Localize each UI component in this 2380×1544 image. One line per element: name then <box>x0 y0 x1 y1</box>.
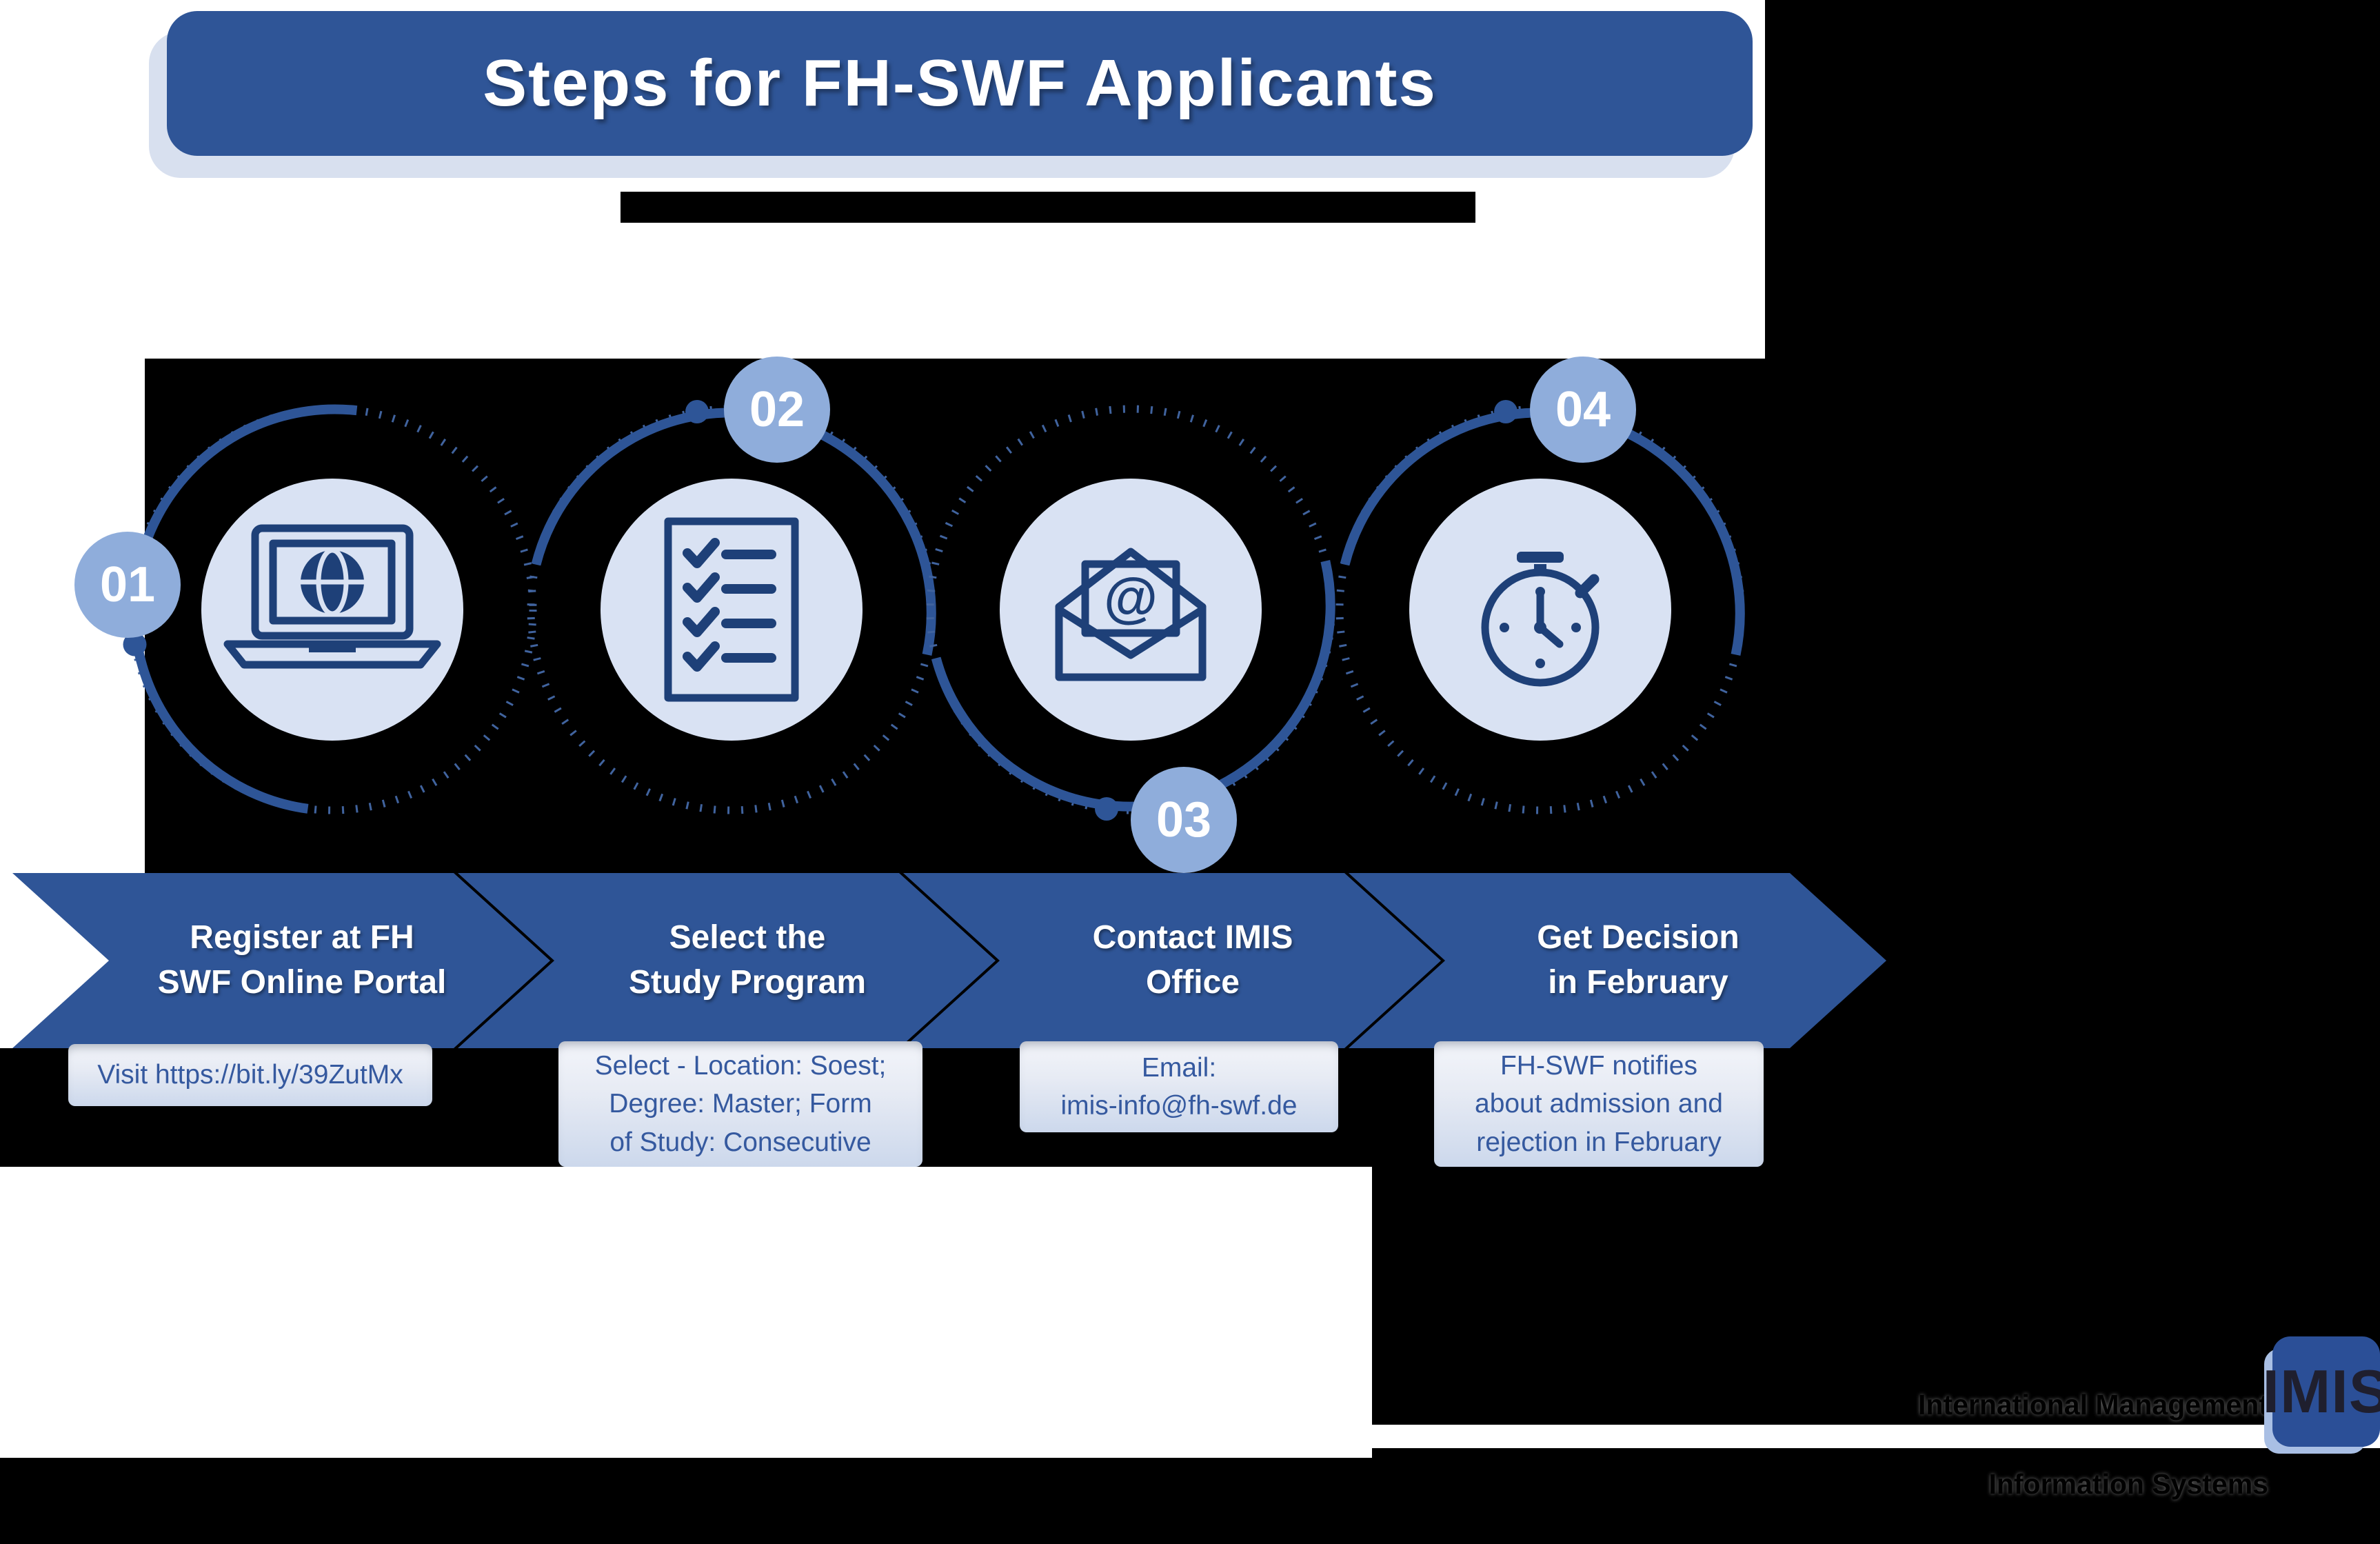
step-1-note-box: Visit https://bit.ly/39ZutMx <box>68 1044 432 1106</box>
step-1-connector-dot <box>123 632 147 656</box>
background-black-bottom-right <box>1372 1167 2380 1425</box>
step-1-dotted-ring <box>128 405 537 814</box>
step-4-connector-dot <box>1494 400 1517 423</box>
background-black-sliver <box>621 192 1475 223</box>
step-3-note-box: Email: imis-info@fh-swf.de <box>1020 1041 1338 1132</box>
step-3-ring: @ <box>926 405 1335 821</box>
imis-logo-line1: International Management <box>1917 1389 2268 1421</box>
step-4-note-text: FH-SWF notifies about admission and reje… <box>1475 1050 1723 1157</box>
step-3-arrow-title: Contact IMIS Office <box>1092 919 1293 1001</box>
step-4-number-badge: 04 <box>1530 357 1636 463</box>
step-4-note-box: FH-SWF notifies about admission and reje… <box>1434 1041 1764 1167</box>
step-2-number: 02 <box>749 382 805 437</box>
step-4-number: 04 <box>1555 382 1611 437</box>
step-3-number-badge: 03 <box>1131 767 1237 873</box>
step-2-connector-dot <box>685 400 709 423</box>
step-2-note-text: Select - Location: Soest; Degree: Master… <box>594 1050 887 1157</box>
step-3-note-text: Email: imis-info@fh-swf.de <box>1060 1052 1298 1121</box>
step-1-note-text: Visit https://bit.ly/39ZutMx <box>97 1060 403 1090</box>
imis-logo-text: International Management Information Sys… <box>1918 1346 2268 1544</box>
laptop-globe-icon <box>223 524 441 669</box>
stopwatch-icon <box>1481 552 1600 687</box>
step-4-arrow-title: Get Decision in February <box>1537 919 1739 1001</box>
imis-logo-badge: IMIS <box>2263 1336 2380 1447</box>
step-1-arrow-title: Register at FH SWF Online Portal <box>157 919 447 1001</box>
imis-logo-badge-text: IMIS <box>2262 1357 2380 1425</box>
at-glyph: @ <box>1104 567 1158 628</box>
step-3-connector-dot <box>1095 797 1118 821</box>
page-title: Steps for FH-SWF Applicants <box>483 46 1437 120</box>
checklist-icon <box>664 517 799 702</box>
email-at-icon: @ <box>1055 548 1207 681</box>
step-2-ring <box>527 400 936 814</box>
step-3-number: 03 <box>1156 792 1212 848</box>
step-1-number-badge: 01 <box>74 532 181 638</box>
step-2-note-box: Select - Location: Soest; Degree: Master… <box>558 1041 922 1167</box>
step-2-number-badge: 02 <box>724 357 830 463</box>
background-black-bottom-line <box>1372 1448 2380 1458</box>
title-banner: Steps for FH-SWF Applicants <box>167 11 1753 156</box>
imis-logo-line2: Information Systems <box>1988 1468 2268 1501</box>
step-2-arrow-title: Select the Study Program <box>628 919 867 1001</box>
step-1-number: 01 <box>99 557 156 612</box>
